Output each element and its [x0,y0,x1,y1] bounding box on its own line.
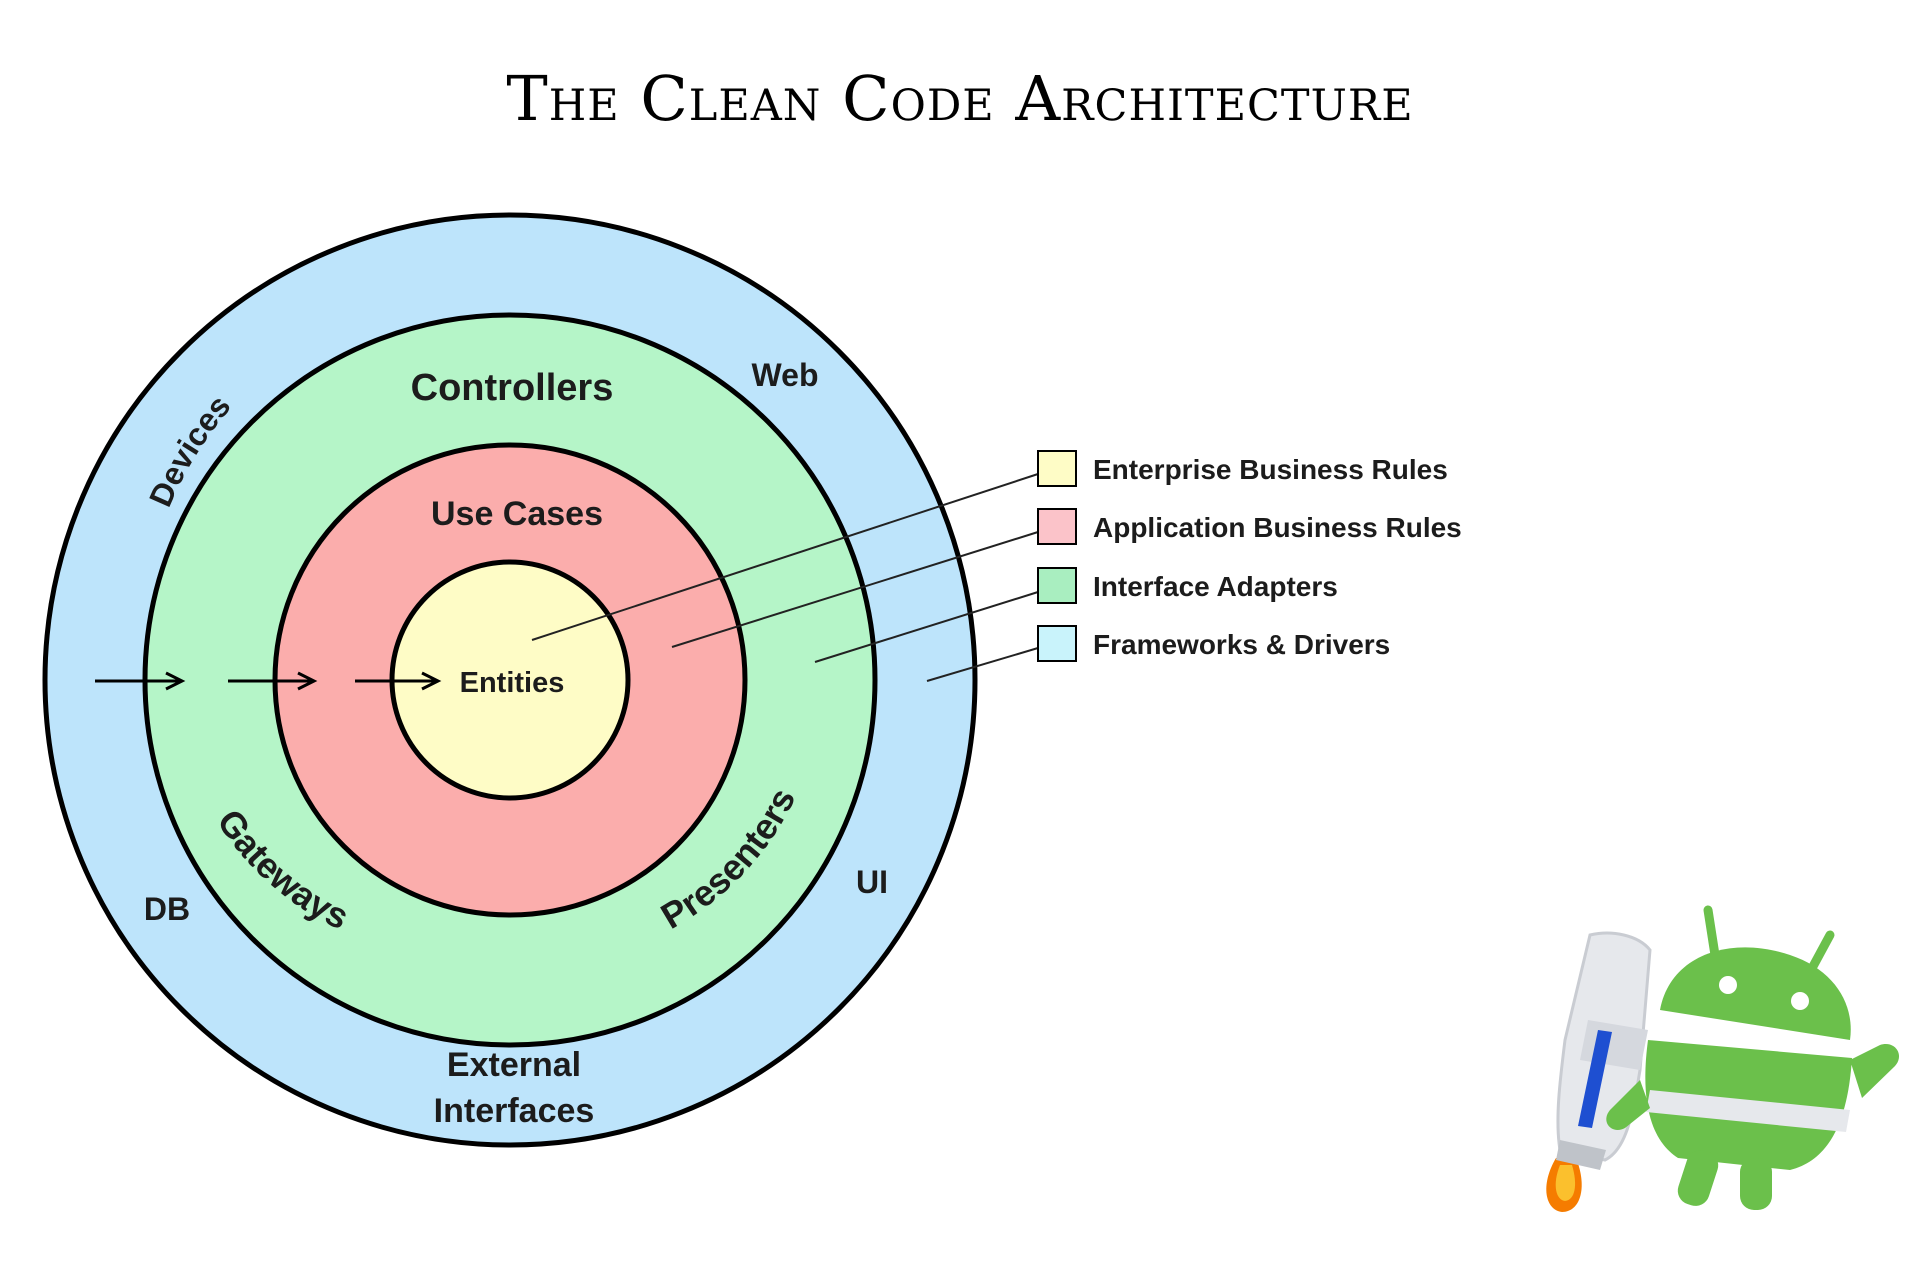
android-rocket-icon [1546,905,1900,1212]
legend-label-enterprise: Enterprise Business Rules [1093,454,1448,485]
db-label: DB [144,891,190,927]
ui-label: UI [856,864,888,900]
external-interfaces-label-line2: Interfaces [434,1092,595,1130]
controllers-label: Controllers [411,367,614,409]
legend: Enterprise Business Rules Application Bu… [1037,450,1462,662]
legend-swatch-enterprise [1037,450,1077,487]
legend-swatch-frameworks [1037,625,1077,662]
legend-swatch-adapters [1037,567,1077,604]
page-title: The Clean Code Architecture [506,62,1414,135]
legend-leader-lines [531,473,1039,682]
dependency-arrows [95,671,442,691]
legend-label-application: Application Business Rules [1093,512,1462,543]
legend-label-adapters: Interface Adapters [1093,571,1338,602]
entities-label: Entities [460,667,565,699]
use-cases-label: Use Cases [431,495,603,533]
external-interfaces-label-line1: External [447,1046,581,1084]
legend-swatch-application [1037,508,1077,545]
web-label: Web [752,357,819,393]
legend-label-frameworks: Frameworks & Drivers [1093,629,1390,660]
